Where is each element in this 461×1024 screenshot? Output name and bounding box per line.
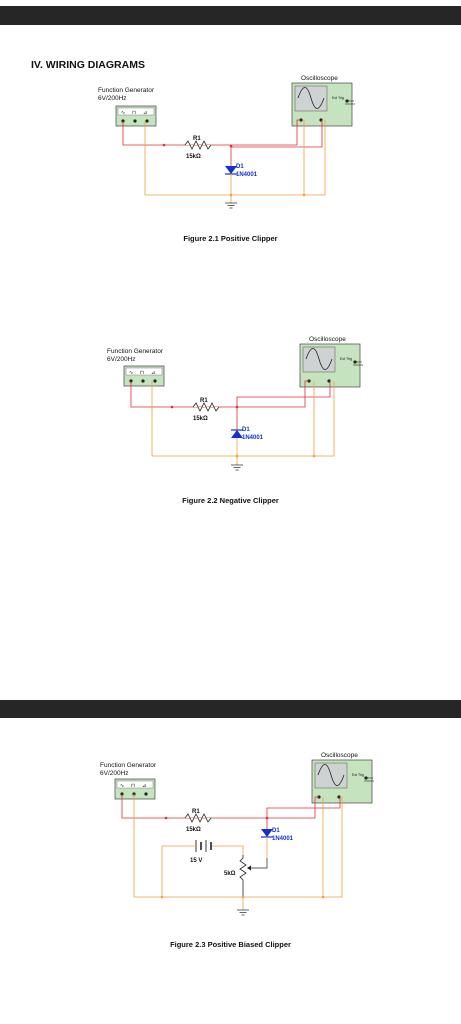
resistor-r1-symbol xyxy=(184,140,212,150)
battery-icon xyxy=(195,840,212,852)
triangle-wave-icon: ⊿ xyxy=(151,370,155,376)
function-generator-wave-panel xyxy=(125,367,163,376)
resistor-r1-symbol xyxy=(192,402,220,412)
oscilloscope-waveform-icon xyxy=(297,87,325,109)
circuit-diagram-positive-clipper: Function Generator 6V/200Hz ∿ ⊓ ⊿ Oscill… xyxy=(98,75,355,209)
triangle-wave-icon: ⊿ xyxy=(143,110,147,116)
resistor-value-label: 15kΩ xyxy=(186,827,201,833)
wire-red-input xyxy=(122,119,301,146)
resistor-ref-label: R1 xyxy=(192,809,200,815)
ground-icon xyxy=(231,464,243,471)
diode-part-label: 1N4001 xyxy=(242,435,264,441)
oscilloscope-waveform-icon xyxy=(317,764,345,786)
function-generator-title: Function Generator xyxy=(100,762,157,769)
potentiometer-symbol xyxy=(239,855,247,897)
diode-ref-label: D1 xyxy=(242,427,250,433)
wire-orange-ground-return xyxy=(133,794,343,898)
figure-caption-3: Figure 2.3 Positive Biased Clipper xyxy=(170,940,291,949)
oscilloscope-title: Oscilloscope xyxy=(309,336,346,343)
function-generator-wave-panel xyxy=(116,780,154,789)
function-generator-terminal-minus xyxy=(145,119,149,123)
wire-red-input xyxy=(121,794,319,819)
sine-wave-icon: ∿ xyxy=(121,110,125,116)
figure-caption-1: Figure 2.1 Positive Clipper xyxy=(183,234,278,243)
function-generator-value: 6V/200Hz xyxy=(98,95,127,102)
function-generator-terminal-minus xyxy=(144,792,148,796)
function-generator-value: 6V/200Hz xyxy=(107,356,136,363)
wire-red-input xyxy=(130,380,309,408)
circuit-diagram-positive-biased-clipper: Function Generator 6V/200Hz ∿ ⊓ ⊿ Oscill… xyxy=(100,752,374,916)
oscilloscope-ext-trig-label: Ext Trig xyxy=(352,773,364,777)
function-generator-terminal-minus xyxy=(153,379,157,383)
function-generator-value: 6V/200Hz xyxy=(100,770,129,777)
wire-orange-ground-return xyxy=(144,120,326,196)
square-wave-icon: ⊓ xyxy=(131,783,135,789)
resistor-value-label: 15kΩ xyxy=(193,416,208,422)
section-heading: IV. WIRING DIAGRAMS xyxy=(31,59,145,71)
oscilloscope-title: Oscilloscope xyxy=(301,75,338,82)
square-wave-icon: ⊓ xyxy=(132,110,136,116)
oscilloscope-title: Oscilloscope xyxy=(321,752,358,759)
diode-part-label: 1N4001 xyxy=(272,836,294,842)
sine-wave-icon: ∿ xyxy=(120,783,124,789)
resistor-ref-label: R1 xyxy=(200,398,208,404)
figure-caption-2: Figure 2.2 Negative Clipper xyxy=(182,496,279,505)
resistor-ref-label: R1 xyxy=(193,136,201,142)
ground-icon xyxy=(237,909,249,916)
square-wave-icon: ⊓ xyxy=(140,370,144,376)
function-generator-wave-panel xyxy=(117,107,155,116)
diode-ref-label: D1 xyxy=(272,828,280,834)
sine-wave-icon: ∿ xyxy=(129,370,133,376)
battery-value-label: 15 V xyxy=(190,858,202,864)
oscilloscope-waveform-icon xyxy=(305,348,333,370)
resistor-r1-symbol xyxy=(184,813,212,823)
diode-d1-symbol xyxy=(225,166,237,174)
top-banner-bar xyxy=(0,6,461,25)
wire-red-output xyxy=(236,381,331,407)
oscilloscope-ext-trig-label: Ext Trig xyxy=(340,357,352,361)
diode-ref-label: D1 xyxy=(236,164,244,170)
ground-icon xyxy=(225,202,237,209)
circuit-diagram-negative-clipper: Function Generator 6V/200Hz ∿ ⊓ ⊿ Oscill… xyxy=(107,336,363,471)
potentiometer-value-label: 5kΩ xyxy=(224,871,236,877)
oscilloscope-ext-trig-label: Ext Trig xyxy=(332,96,344,100)
page-break-bar xyxy=(0,700,461,718)
diode-d1-symbol xyxy=(231,430,243,438)
wire-red-output xyxy=(266,797,341,818)
function-generator-title: Function Generator xyxy=(107,348,164,355)
diode-d1-symbol xyxy=(261,829,273,837)
function-generator-terminal-com xyxy=(141,379,145,383)
diode-part-label: 1N4001 xyxy=(236,172,258,178)
resistor-value-label: 15kΩ xyxy=(186,154,201,160)
triangle-wave-icon: ⊿ xyxy=(142,783,146,789)
function-generator-terminal-com xyxy=(133,119,137,123)
function-generator-title: Function Generator xyxy=(98,87,155,94)
wire-orange-ground-return xyxy=(151,381,335,457)
